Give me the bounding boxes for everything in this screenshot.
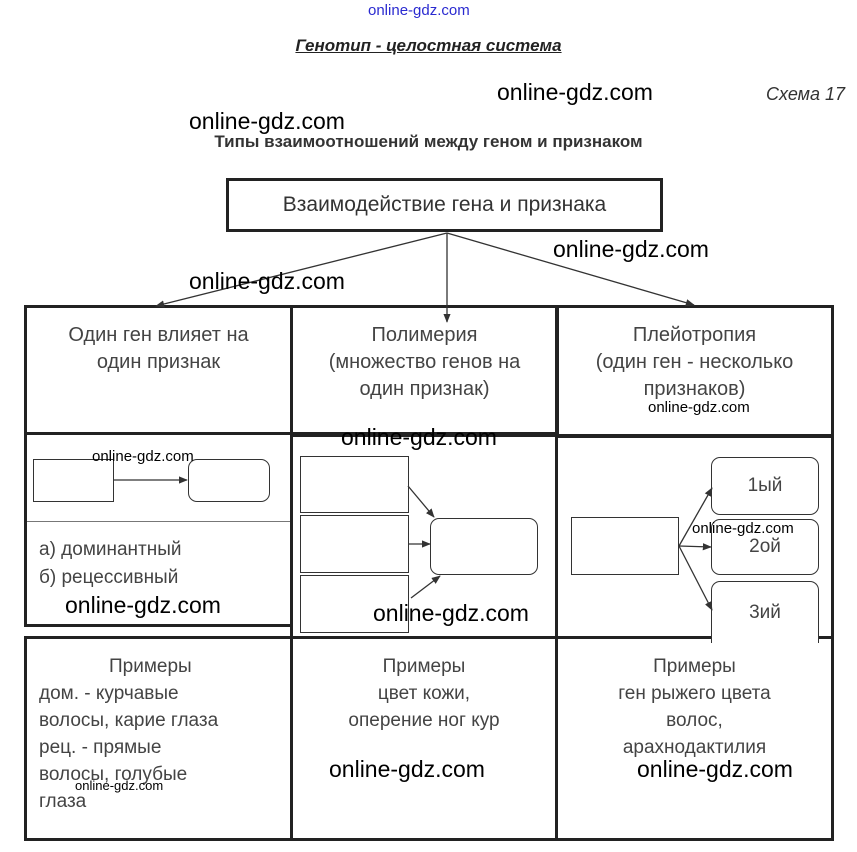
col1-type-recessive: б) рецессивный [39, 567, 179, 588]
diagram-subtitle: Типы взаимоотношений между геном и призн… [214, 132, 643, 151]
watermark: online-gdz.com [648, 399, 750, 416]
arrow-col3-to-trait3 [678, 545, 713, 611]
col3-examples: Примеры ген рыжего цвета волос, арахнода… [558, 639, 831, 761]
col2-header-line: (множество генов на [328, 351, 521, 373]
root-box: Взаимодействие гена и признака [226, 178, 663, 232]
arrow-col2-gene3 [410, 575, 441, 599]
col1-examples-heading: Примеры [109, 656, 192, 677]
watermark: online-gdz.com [75, 778, 164, 793]
arrow-root-to-col3 [446, 232, 695, 307]
col1-example-line: глаза [39, 791, 87, 812]
col1-types: а) доминантный б) рецессивный [39, 536, 182, 592]
col1-gene-box [33, 459, 114, 502]
col3-trait-box-1: 1ый [711, 457, 819, 515]
col2-example-line: цвет кожи, [377, 683, 471, 704]
col2-example-line: оперение ног кур [348, 710, 500, 731]
col3-header-line: признаков) [643, 378, 746, 400]
col1-type-dominant: а) доминантный [39, 539, 182, 560]
watermark: online-gdz.com [189, 108, 345, 134]
col2-trait-box [430, 518, 538, 575]
col3-header-line: Плейотропия [632, 324, 757, 346]
watermark: online-gdz.com [92, 448, 194, 465]
col1-examples: Примеры дом. - курчавые волосы, карие гл… [27, 639, 290, 815]
col3-trait-label: 2ой [749, 536, 781, 557]
col3-trait-label: 1ый [747, 475, 783, 496]
col2-gene-box [300, 515, 409, 573]
col2-header-cell: Полимерия (множество генов на один призн… [290, 305, 559, 435]
arrow-col2-gene1 [407, 485, 435, 518]
col3-header-cell: Плейотропия (один ген - несколько призна… [555, 305, 834, 438]
page-title: Генотип - целостная система [295, 36, 562, 55]
col2-header: Полимерия (множество генов на один призн… [293, 308, 556, 403]
col3-examples-heading: Примеры [653, 656, 736, 677]
col1-example-line: волосы, карие глаза [39, 710, 219, 731]
arrow-root-to-col1 [155, 232, 448, 308]
col1-trait-box [188, 459, 270, 502]
col1-header: Один ген влияет на один признак [27, 308, 290, 376]
col2-gene-box [300, 456, 409, 513]
watermark: online-gdz.com [553, 236, 709, 262]
watermark: online-gdz.com [65, 592, 221, 618]
arrow-col3-to-trait1 [678, 487, 713, 547]
col1-example-line: волосы, голубые [39, 764, 188, 785]
col2-header-line: один признак) [359, 378, 490, 400]
col2-examples-heading: Примеры [382, 656, 466, 677]
col3-trait-label: 3ий [749, 601, 781, 623]
col3-example-line: арахнодактилия [622, 737, 767, 758]
col3-trait-box-3: 3ий [711, 581, 819, 643]
col3-header: Плейотропия (один ген - несколько призна… [558, 308, 831, 403]
watermark: online-gdz.com [373, 600, 529, 626]
col3-header-line: (один ген - несколько [595, 351, 794, 373]
watermark: online-gdz.com [497, 79, 653, 105]
col1-divider [27, 521, 290, 522]
scheme-label: Схема 17 [766, 84, 845, 104]
col3-trait-box-2: 2ой [711, 519, 819, 575]
col1-examples-cell: Примеры дом. - курчавые волосы, карие гл… [24, 636, 293, 841]
col3-example-line: ген рыжего цвета [618, 683, 771, 704]
col2-gene-box [300, 575, 409, 633]
root-box-label: Взаимодействие гена и признака [282, 193, 607, 216]
watermark: online-gdz.com [341, 424, 497, 450]
col1-header-line: Один ген влияет на [68, 324, 249, 346]
col2-examples: Примеры цвет кожи, оперение ног кур [293, 639, 555, 734]
col3-examples-cell: Примеры ген рыжего цвета волос, арахнода… [555, 636, 834, 841]
watermark-top: online-gdz.com [368, 2, 470, 19]
col1-example-line: рец. - прямые [39, 737, 162, 758]
arrow-col3-to-trait2 [678, 543, 712, 551]
col1-header-line: один признак [96, 351, 221, 373]
watermark: online-gdz.com [329, 756, 485, 782]
col3-example-line: волос, [666, 710, 723, 731]
col1-example-line: дом. - курчавые [39, 683, 179, 704]
watermark: online-gdz.com [692, 520, 794, 537]
watermark: online-gdz.com [189, 268, 345, 294]
col2-header-line: Полимерия [371, 324, 478, 346]
col3-gene-box [571, 517, 679, 575]
watermark: online-gdz.com [637, 756, 793, 782]
